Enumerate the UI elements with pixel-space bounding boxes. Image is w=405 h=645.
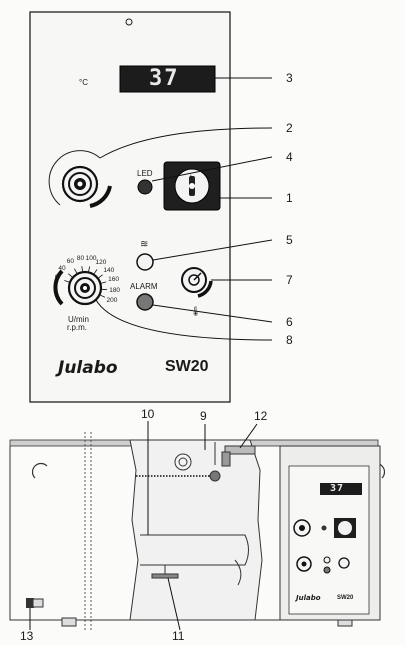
speed-tick-mark	[98, 274, 103, 279]
speed-tick-mark	[74, 268, 78, 274]
main-power-switch[interactable]	[163, 161, 221, 211]
water-bath-assembly	[9, 432, 386, 630]
callout-12: 12	[254, 409, 268, 423]
speed-tick-mark	[81, 266, 83, 272]
speed-tick-label: 100	[85, 255, 97, 263]
speed-tick-label: 60	[66, 258, 74, 266]
safety-thermostat-knob[interactable]	[181, 267, 213, 298]
temperature-setpoint-knob[interactable]	[48, 150, 112, 208]
speed-control-knob[interactable]	[53, 266, 107, 306]
callout-3: 3	[286, 71, 293, 85]
speed-tick-label: 200	[106, 297, 118, 305]
speed-unit-label: r.p.m.	[67, 323, 88, 332]
switch-off-label: 0	[189, 189, 193, 196]
display-value: 37	[149, 66, 180, 91]
speed-unit-rpm-label: U/min	[68, 315, 89, 324]
speed-tick-label: 0	[54, 274, 59, 282]
callout-8: 8	[286, 333, 293, 347]
callout-6: 6	[286, 315, 293, 329]
alarm-label: ALARM	[130, 282, 158, 291]
callout-5: 5	[286, 233, 293, 247]
callout-2: 2	[286, 121, 293, 135]
led-label: LED	[137, 169, 153, 178]
brand-logo: Julabo	[58, 358, 118, 378]
mini-display-value: 37	[330, 483, 345, 494]
heater-symbol-icon: ≋	[140, 239, 149, 250]
thermometer-icon: 🌡	[190, 306, 202, 316]
callout-10: 10	[141, 407, 155, 421]
speed-tick-mark	[101, 281, 107, 284]
temperature-display	[119, 65, 216, 93]
speed-tick-mark	[100, 294, 106, 298]
model-label: SW20	[165, 358, 209, 375]
speed-tick-label: 40	[58, 264, 66, 272]
callout-11: 11	[172, 629, 185, 643]
callout-leaders-bottom	[29, 421, 258, 631]
speed-tick-label: 120	[95, 259, 107, 267]
mount-hole	[125, 18, 133, 26]
callout-9: 9	[200, 409, 207, 423]
mini-model-label: SW20	[337, 595, 354, 601]
speed-tick-label: 180	[109, 286, 121, 294]
control-panel	[29, 11, 231, 403]
speed-tick-label: 140	[103, 266, 115, 274]
heater-lamp-icon	[136, 253, 154, 271]
speed-tick-mark	[93, 269, 98, 274]
callout-7: 7	[286, 273, 293, 287]
unit-label: °C	[79, 78, 88, 87]
speed-tick-mark	[88, 266, 91, 272]
speed-tick-label: 80	[76, 254, 85, 262]
speed-tick-mark	[68, 273, 73, 278]
switch-on-label: I	[190, 174, 192, 181]
callout-13: 13	[20, 629, 34, 643]
mini-brand-logo: Julabo	[296, 594, 321, 602]
speed-tick-label: 160	[108, 276, 119, 284]
speed-tick-mark	[64, 280, 70, 283]
alarm-lamp-icon	[136, 293, 154, 311]
callout-leaders-top	[95, 77, 273, 341]
callout-4: 4	[286, 150, 293, 164]
callout-1: 1	[286, 191, 293, 205]
led-indicator-icon	[137, 179, 153, 195]
